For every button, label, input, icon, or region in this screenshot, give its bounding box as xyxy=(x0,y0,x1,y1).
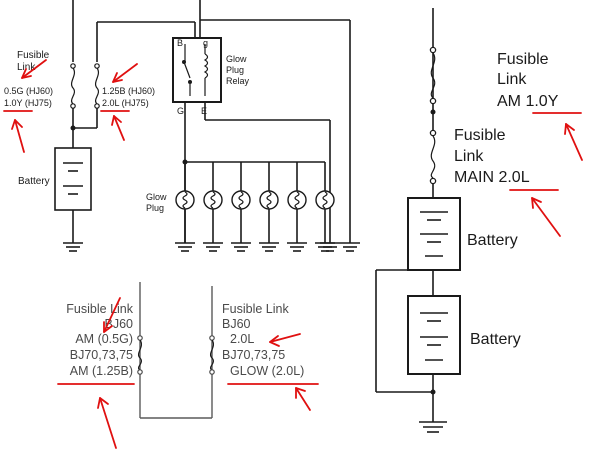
relay-terminal-b: B xyxy=(177,38,183,48)
annotation-arrow-icon xyxy=(295,387,311,411)
relay-label: Relay xyxy=(226,76,250,86)
annotation-arrow-icon xyxy=(11,119,25,153)
annotation-arrow-icon xyxy=(103,297,121,333)
model-label: BJ60 xyxy=(222,317,251,331)
model-label: BJ70,73,75 xyxy=(70,348,133,362)
relay-label: Plug xyxy=(226,65,244,75)
battery-icon xyxy=(54,147,92,211)
am-rating-hj60: 0.5G (HJ60) xyxy=(4,86,53,96)
fusible-link-label: Fusible Link xyxy=(66,302,133,316)
glow-plug-icon xyxy=(315,162,335,252)
fusible-link-am-icon xyxy=(70,63,76,109)
relay-label: Glow xyxy=(226,54,247,64)
am-link-rating: AM 1.0Y xyxy=(497,93,559,110)
annotation-arrow-icon xyxy=(531,197,561,237)
glow-plug-icon xyxy=(175,162,195,252)
battery-lower-icon xyxy=(407,295,461,375)
annotation-arrow-icon xyxy=(97,397,117,449)
fusible-link-label: Fusible Link xyxy=(222,302,289,316)
right-schematic xyxy=(375,8,461,433)
glow-rating-hj75: 2.0L (HJ75) xyxy=(102,98,149,108)
model-label: BJ60 xyxy=(105,317,134,331)
top-left-schematic xyxy=(54,0,351,252)
am-link-label: Fusible xyxy=(497,51,549,68)
battery-upper-label: Battery xyxy=(467,232,518,249)
annotation-arrow-icon xyxy=(112,63,138,83)
glow-rating-hj60: 1.25B (HJ60) xyxy=(102,86,155,96)
fusible-link-main-icon xyxy=(429,129,437,185)
ground-icon xyxy=(63,242,83,252)
fusible-link-am-icon xyxy=(429,46,437,105)
battery-lower-label: Battery xyxy=(470,331,521,348)
fusible-link-label: Fusible xyxy=(17,50,50,61)
battery-upper-icon xyxy=(407,197,461,271)
ground-icon xyxy=(340,242,360,252)
model-label: BJ70,73,75 xyxy=(222,348,285,362)
main-link-rating: MAIN 2.0L xyxy=(454,169,530,186)
ground-icon xyxy=(320,242,340,252)
am-rating-label: AM (0.5G) xyxy=(75,332,133,346)
battery-label: Battery xyxy=(18,176,50,187)
glow-plug-icon xyxy=(287,162,307,252)
main-link-label: Link xyxy=(454,148,484,165)
am-link-label: Link xyxy=(497,71,527,88)
glow-plug-relay-icon xyxy=(172,37,222,103)
glow-rating-label: 2.0L xyxy=(230,332,254,346)
red-annotations xyxy=(3,59,583,449)
glow-rating-label: GLOW (2.0L) xyxy=(230,364,304,378)
annotation-arrow-icon xyxy=(21,59,47,79)
fusible-link-label: Link xyxy=(17,62,36,73)
relay-terminal-e: E xyxy=(201,106,207,116)
glow-plug-label: Glow xyxy=(146,192,167,202)
am-rating-label: AM (1.25B) xyxy=(70,364,133,378)
am-rating-hj75: 1.0Y (HJ75) xyxy=(4,98,52,108)
annotation-arrow-icon xyxy=(564,123,583,161)
glow-plug-icon xyxy=(231,162,251,252)
glow-plug-label: Plug xyxy=(146,203,164,213)
fusible-link-am-icon xyxy=(137,335,143,375)
bottom-left-schematic xyxy=(137,282,215,419)
fusible-link-glow-icon xyxy=(94,63,100,109)
fusible-link-glow-icon xyxy=(209,335,215,375)
annotation-arrow-icon xyxy=(269,333,301,347)
glow-plug-icon xyxy=(203,162,223,252)
annotation-arrow-icon xyxy=(111,115,125,141)
relay-terminal-g: G xyxy=(177,106,184,116)
glow-plug-icon xyxy=(259,162,279,252)
ground-icon xyxy=(419,421,447,433)
relay-terminal-g: g xyxy=(203,38,208,48)
main-link-label: Fusible xyxy=(454,127,506,144)
